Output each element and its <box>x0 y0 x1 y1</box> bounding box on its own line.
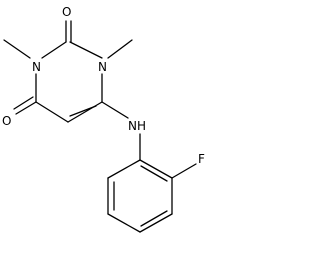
bond-ph-1-inner <box>140 165 168 182</box>
bond-c4-o-a <box>15 101 37 115</box>
molecule-canvas: O N N O NH F <box>2 5 205 233</box>
bond-ph-1 <box>139 159 173 179</box>
bond-ph-6 <box>107 159 141 179</box>
atom-nh: NH <box>128 119 146 133</box>
bond-c6-c5 <box>67 101 103 123</box>
bond-c6-nh <box>101 101 129 119</box>
bond-c2-n1 <box>69 41 103 59</box>
bond-c4-o-b <box>13 96 34 110</box>
atom-labels: O N N O NH F <box>2 5 205 166</box>
bond-ph-3-inner <box>140 210 168 227</box>
bond-ph-4 <box>107 213 141 233</box>
bond-c-f <box>171 163 197 179</box>
atom-o-left: O <box>2 114 11 128</box>
atom-n1: N <box>98 60 107 74</box>
bond-n3-methyl <box>3 39 31 59</box>
atom-n3: N <box>32 60 41 74</box>
bond-n1-methyl <box>107 39 133 59</box>
atom-f: F <box>198 152 205 166</box>
atom-o-top: O <box>62 5 71 19</box>
bond-c2-n3 <box>41 41 67 59</box>
bonds <box>3 20 197 233</box>
structure-svg: O N N O NH F <box>2 5 205 233</box>
bond-ph-3 <box>139 213 173 233</box>
bond-c5-c4 <box>35 101 69 123</box>
bond-c6-c5-inner <box>69 105 97 117</box>
